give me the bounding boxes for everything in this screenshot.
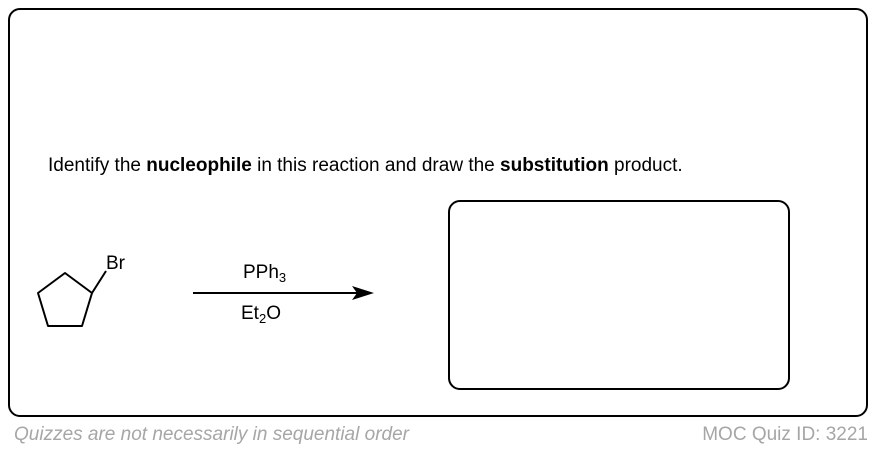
question-prompt: Identify the nucleophile in this reactio… [48,155,683,177]
prompt-text-middle: in this reaction and draw the [251,155,501,176]
reagent-diethyl-ether: Et2O [241,303,281,325]
sequence-note: Quizzes are not necessarily in sequentia… [14,424,409,445]
reagent-below-main: Et [241,303,259,324]
reagent-triphenylphosphine: PPh3 [243,262,286,284]
reagent-below-tail: O [266,303,281,324]
reagent-above-subscript: 3 [278,270,287,285]
reagent-below-subscript: 2 [258,311,267,326]
prompt-bold-nucleophile: nucleophile [146,155,252,176]
reaction-arrow-head [352,286,374,300]
prompt-text-before: Identify the [48,155,147,176]
product-answer-box[interactable] [448,200,790,390]
prompt-bold-substitution: substitution [500,155,609,176]
bromine-label: Br [106,253,126,274]
cyclopentane-ring [37,272,93,327]
carbon-bromine-bond [91,270,107,294]
prompt-text-after: product. [608,155,683,176]
quiz-id: MOC Quiz ID: 3221 [702,424,868,445]
reagent-above-main: PPh [243,262,279,283]
